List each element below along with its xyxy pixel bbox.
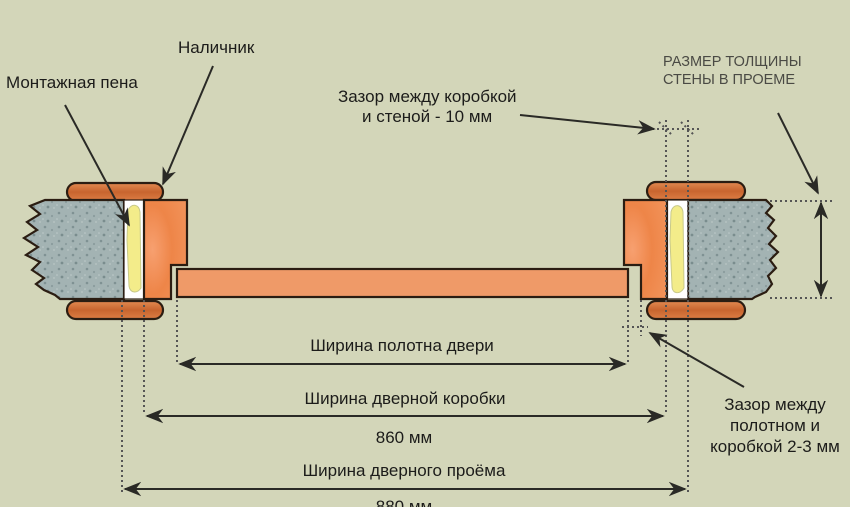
right-top-casing [645, 180, 747, 202]
gap-leaf-frame-label-line3: коробкой 2-3 мм [710, 437, 840, 456]
gap-leaf-frame-label-line2: полотном и [730, 416, 820, 435]
right-mounting-foam [669, 205, 685, 294]
left-mounting-foam [126, 204, 142, 293]
frame-width-value: 860 мм [376, 428, 432, 447]
foam-label: Монтажная пена [6, 73, 138, 92]
extension-lines [121, 120, 834, 492]
right-door-frame [622, 198, 669, 301]
wall-thickness-label-line1: РАЗМЕР ТОЛЩИНЫ [663, 54, 802, 70]
right-bottom-casing [645, 299, 747, 321]
door-leaf-width-label: Ширина полотна двери [310, 336, 494, 355]
gap-frame-wall-label-line1: Зазор между коробкой [338, 87, 517, 106]
left-jamb-assembly [21, 181, 189, 321]
gap-leaf-frame-leader-arrow [648, 332, 745, 388]
door-leaf [175, 267, 630, 299]
right-wall-section [686, 198, 780, 301]
gap-frame-wall-leader-arrow [519, 114, 656, 135]
wall-thickness-leader-arrow [777, 112, 819, 195]
opening-width-label: Ширина дверного проёма [303, 461, 506, 480]
gap-leaf-frame-label-line1: Зазор между [724, 395, 826, 414]
right-jamb-assembly [622, 180, 780, 321]
foam-leader-arrow [64, 104, 130, 227]
left-wall-section [21, 198, 126, 301]
casing-leader-arrow [162, 65, 214, 186]
wall-thickness-label-line2: СТЕНЫ В ПРОЕМЕ [663, 72, 795, 88]
gap-frame-wall-label-line2: и стеной - 10 мм [362, 107, 492, 126]
left-door-frame [142, 198, 189, 301]
casing-label: Наличник [178, 38, 255, 57]
frame-width-label: Ширина дверной коробки [305, 389, 506, 408]
left-bottom-casing [65, 299, 165, 321]
opening-width-value: 880 мм [376, 497, 432, 507]
